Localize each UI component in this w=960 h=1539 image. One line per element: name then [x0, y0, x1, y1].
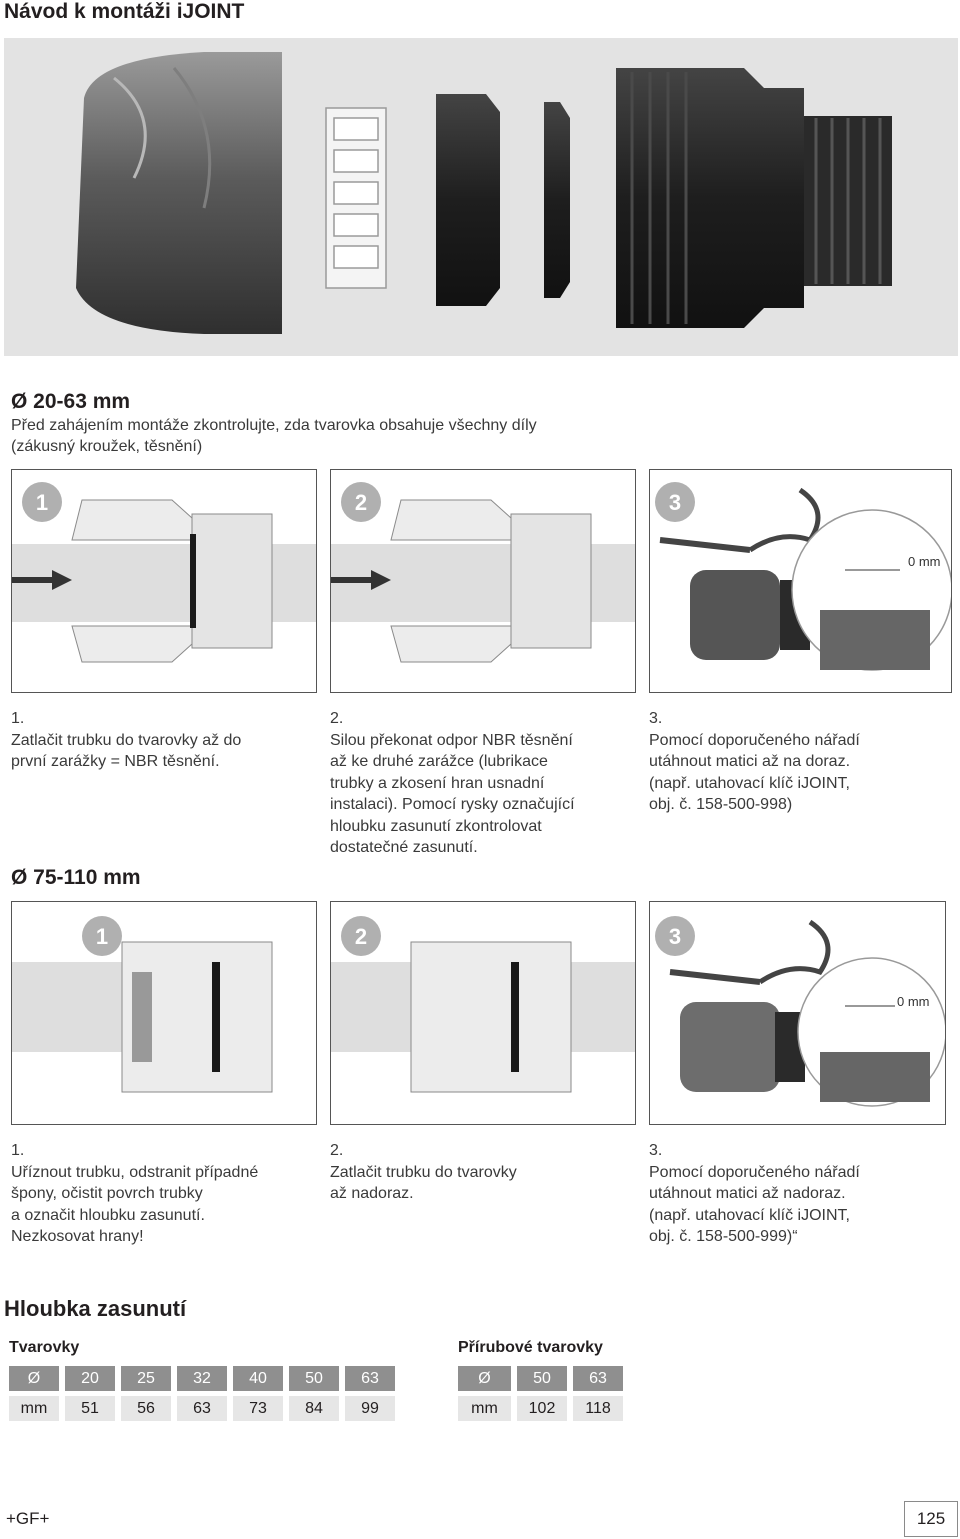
intro-line: (zákusný kroužek, těsnění): [11, 438, 203, 455]
panel-badge: 2: [355, 924, 367, 949]
depth-section-title: Hloubka zasunutí: [4, 1296, 187, 1321]
table-cell: 56: [121, 1396, 171, 1421]
step-line: až ke druhé zarážce (lubrikace: [330, 753, 548, 770]
intro-text: Před zahájením montáže zkontrolujte, zda…: [11, 415, 631, 457]
table-cell: 20: [65, 1366, 115, 1391]
panel-badge: 2: [355, 490, 367, 515]
table-cell: 40: [233, 1366, 283, 1391]
flanges-value-row: mm 102 118: [458, 1396, 629, 1421]
step-line: Zatlačit trubku do tvarovky: [330, 1163, 517, 1181]
step-line: trubky a zkosení hran usnadní: [330, 774, 545, 792]
fittings-table-label: Tvarovky: [9, 1339, 80, 1356]
step-line: až nadoraz.: [330, 1185, 414, 1202]
step-line: Zatlačit trubku do tvarovky až do: [11, 731, 242, 749]
step-line: Pomocí doporučeného nářadí: [649, 731, 860, 749]
step-line: instalaci). Pomocí rysky označující: [330, 796, 575, 813]
step-line: dostatečné zasunutí.: [330, 839, 478, 856]
table-cell: 25: [121, 1366, 171, 1391]
exploded-fitting-image: [4, 38, 958, 356]
step-line: utáhnout matici až nadoraz.: [649, 1185, 846, 1202]
gauge-label: 0 mm: [897, 994, 930, 1009]
step-2-text: 2. Silou překonat odpor NBR těsnění až k…: [330, 708, 620, 859]
step-3-text: 3. Pomocí doporučeného nářadí utáhnout m…: [649, 708, 939, 816]
table-cell: 51: [65, 1396, 115, 1421]
panel-badge: 1: [36, 490, 48, 515]
gf-logo: +GF+: [6, 1509, 50, 1528]
step-1-text: 1. Zatlačit trubku do tvarovky až do prv…: [11, 708, 301, 773]
panel-badge: 1: [96, 924, 108, 949]
step-2-illustration: 2: [330, 469, 636, 693]
table-cell: Ø: [458, 1366, 511, 1391]
step-2-illustration: 2: [330, 901, 636, 1125]
table-cell: 99: [345, 1396, 395, 1421]
table-cell: 102: [517, 1396, 567, 1421]
step-line: Uříznout trubku, odstranit případné: [11, 1163, 259, 1181]
step-line: Nezkosovat hrany!: [11, 1228, 144, 1245]
step-3-illustration: 0 mm 3: [649, 901, 946, 1125]
table-cell: 50: [517, 1366, 567, 1391]
step-line: špony, očistit povrch trubky: [11, 1185, 203, 1202]
table-cell: 84: [289, 1396, 339, 1421]
table-cell: Ø: [9, 1366, 59, 1391]
step-line: a označit hloubku zasunutí.: [11, 1206, 205, 1224]
panel-badge: 3: [669, 924, 681, 949]
step-line: obj. č. 158-500-998): [649, 796, 793, 813]
step-line: utáhnout matici až na doraz.: [649, 753, 851, 770]
step-1-illustration: 1: [11, 901, 317, 1125]
gauge-label: 0 mm: [908, 554, 941, 569]
size-range-heading-small: Ø 20-63 mm: [11, 390, 131, 413]
step-1-illustration: 1: [11, 469, 317, 693]
step-line: hloubku zasunutí zkontrolovat: [330, 817, 542, 835]
flanges-table-label: Přírubové tvarovky: [458, 1339, 603, 1356]
panel-badge: 3: [669, 490, 681, 515]
flanges-header-row: Ø 50 63: [458, 1366, 629, 1391]
size-range-heading-large: Ø 75-110 mm: [11, 866, 141, 889]
step-3-text: 3. Pomocí doporučeného nářadí utáhnout m…: [649, 1140, 939, 1248]
table-cell: 118: [573, 1396, 623, 1421]
step-number: 1.: [11, 1142, 25, 1159]
table-cell: 32: [177, 1366, 227, 1391]
page-title: Návod k montáži iJOINT: [4, 0, 245, 23]
table-cell: mm: [458, 1396, 511, 1421]
step-3-illustration: 0 mm 3: [649, 469, 952, 693]
step-line: Pomocí doporučeného nářadí: [649, 1163, 860, 1181]
step-number: 3.: [649, 710, 663, 727]
table-cell: mm: [9, 1396, 59, 1421]
step-2-text: 2. Zatlačit trubku do tvarovky až nadora…: [330, 1140, 620, 1205]
step-line: (např. utahovací klíč iJOINT,: [649, 1206, 850, 1224]
table-cell: 50: [289, 1366, 339, 1391]
step-number: 2.: [330, 1142, 344, 1159]
table-cell: 73: [233, 1396, 283, 1421]
intro-line: Před zahájením montáže zkontrolujte, zda…: [11, 417, 537, 434]
page-number: 125: [904, 1501, 958, 1537]
step-number: 2.: [330, 710, 344, 727]
step-line: (např. utahovací klíč iJOINT,: [649, 774, 850, 792]
table-cell: 63: [345, 1366, 395, 1391]
step-number: 3.: [649, 1142, 663, 1159]
table-cell: 63: [573, 1366, 623, 1391]
step-line: Silou překonat odpor NBR těsnění: [330, 731, 573, 749]
step-line: obj. č. 158-500-999)“: [649, 1228, 798, 1245]
step-1-text: 1. Uříznout trubku, odstranit případné š…: [11, 1140, 301, 1248]
step-number: 1.: [11, 710, 25, 727]
fittings-value-row: mm 51 56 63 73 84 99: [9, 1396, 401, 1421]
table-cell: 63: [177, 1396, 227, 1421]
fittings-header-row: Ø 20 25 32 40 50 63: [9, 1366, 401, 1391]
step-line: první zarážky = NBR těsnění.: [11, 753, 220, 770]
